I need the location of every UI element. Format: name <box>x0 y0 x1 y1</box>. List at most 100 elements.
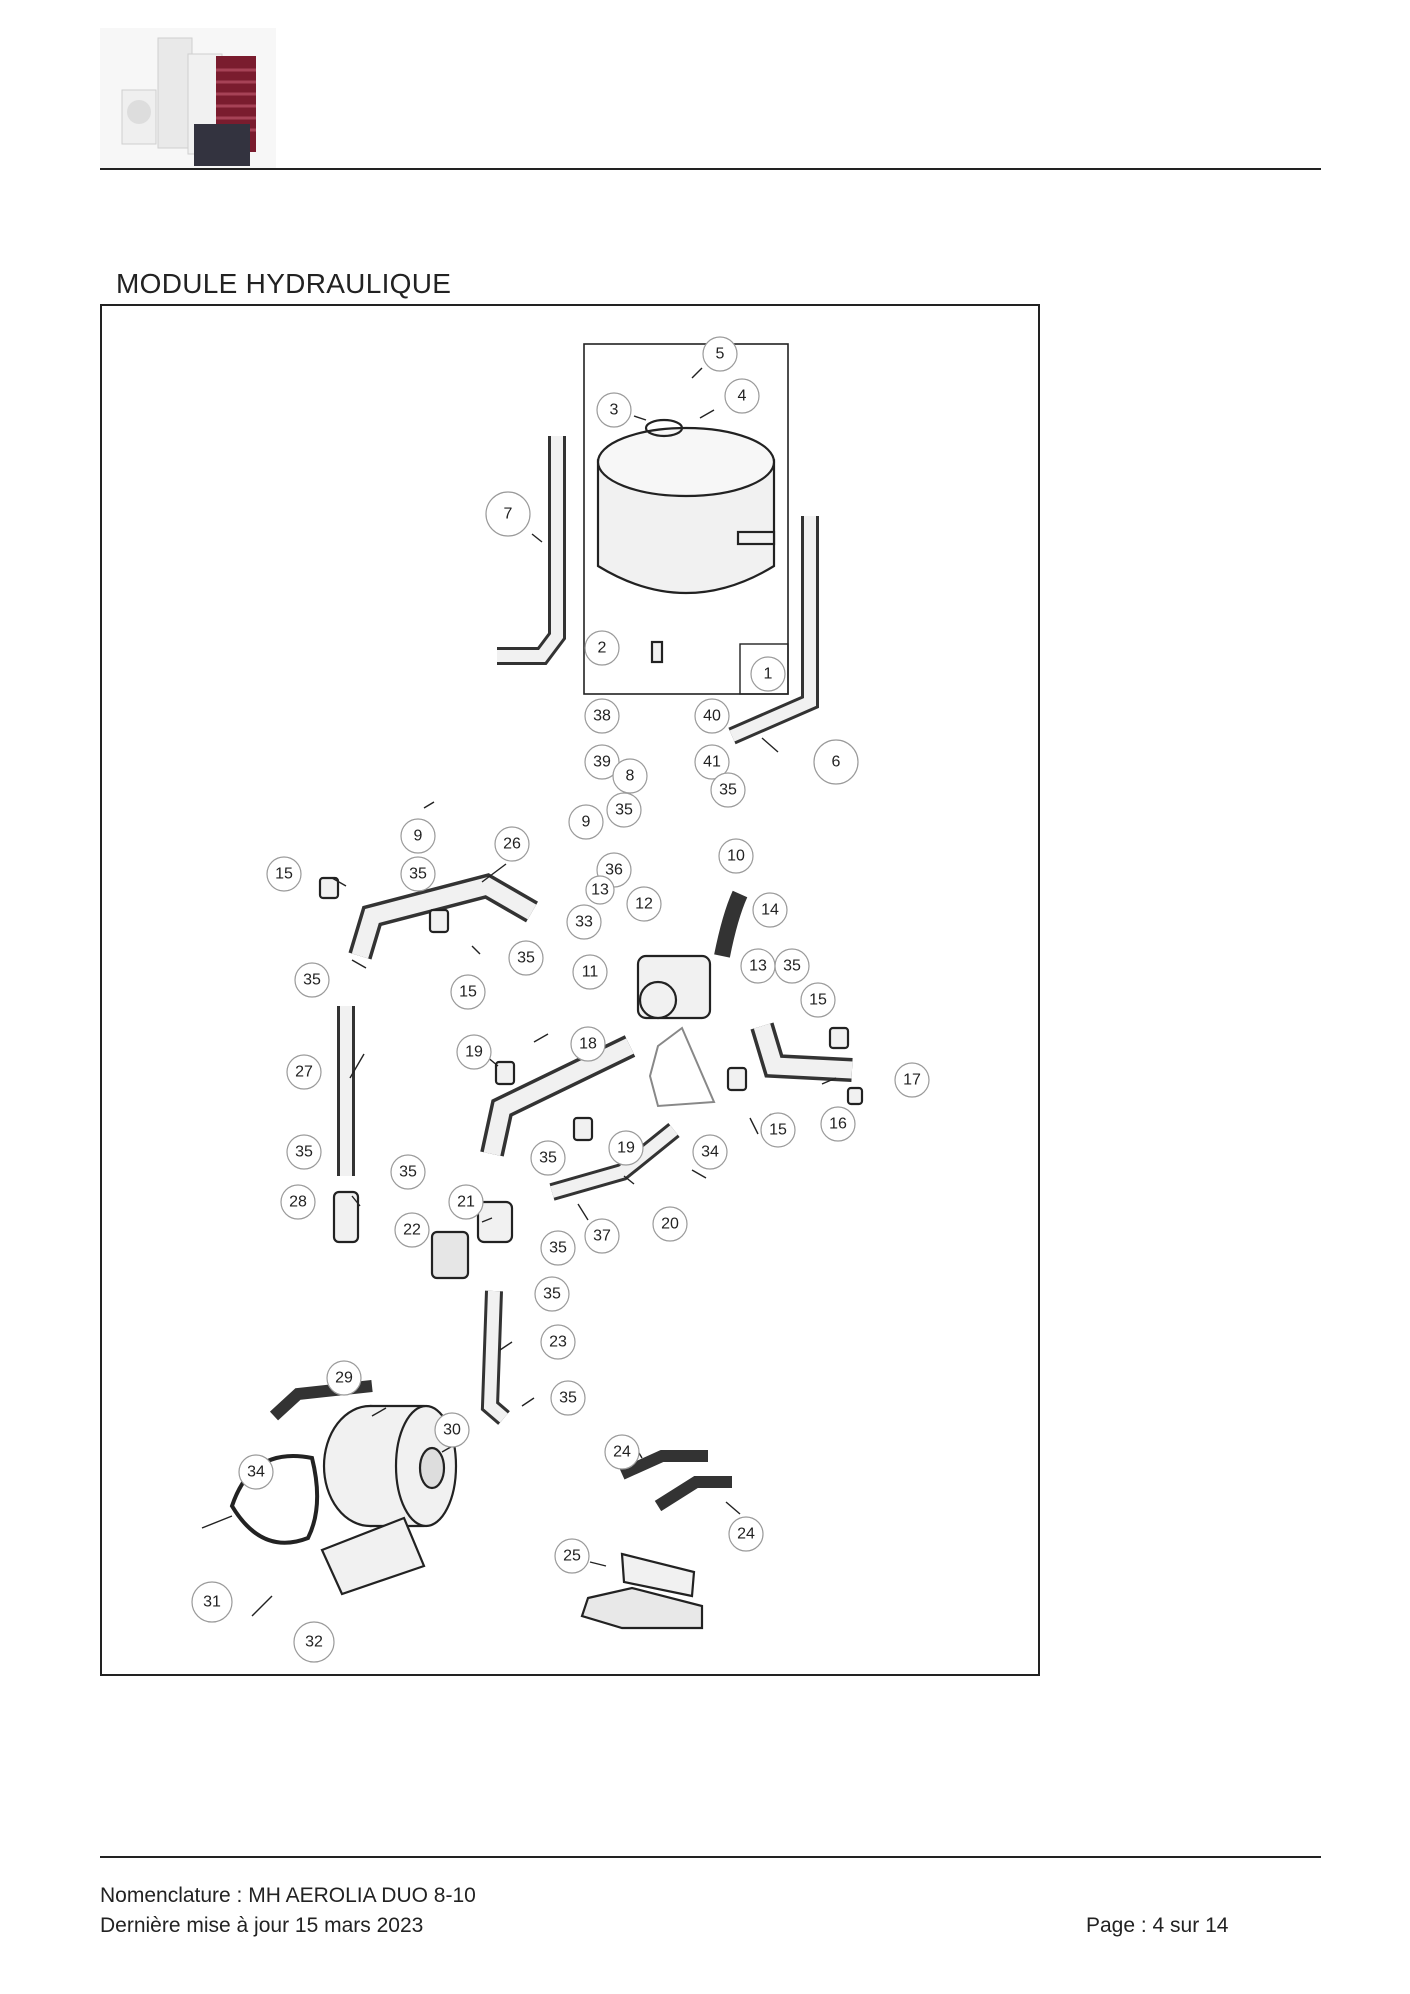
svg-text:29: 29 <box>335 1370 353 1387</box>
exploded-diagram: 5 4 3 7 2 1 38 40 6 39 41 8 35 35 9 9 26… <box>100 304 1040 1676</box>
tank-inset-box <box>583 343 789 695</box>
svg-text:15: 15 <box>275 866 293 883</box>
section-title: MODULE HYDRAULIQUE <box>116 268 452 299</box>
svg-text:41: 41 <box>703 754 721 771</box>
callout-14: 14 <box>752 892 788 928</box>
callout-37: 37 <box>584 1218 620 1254</box>
svg-text:9: 9 <box>582 814 591 831</box>
callout-35: 35 <box>710 772 746 808</box>
svg-text:15: 15 <box>459 984 477 1001</box>
callout-9: 9 <box>400 818 436 854</box>
svg-text:14: 14 <box>761 902 779 919</box>
callout-21: 21 <box>448 1184 484 1220</box>
svg-text:35: 35 <box>543 1286 561 1303</box>
callout-35: 35 <box>294 962 330 998</box>
callout-8: 8 <box>612 758 648 794</box>
callout-32: 32 <box>293 1621 335 1663</box>
callout-24: 24 <box>604 1434 640 1470</box>
svg-text:40: 40 <box>703 708 721 725</box>
callout-22: 22 <box>394 1212 430 1248</box>
svg-text:31: 31 <box>203 1594 221 1611</box>
callout-35: 35 <box>774 948 810 984</box>
svg-text:28: 28 <box>289 1194 307 1211</box>
callout-12: 12 <box>626 886 662 922</box>
callout-41: 41 <box>694 744 730 780</box>
callout-35: 35 <box>534 1276 570 1312</box>
svg-text:32: 32 <box>305 1634 323 1651</box>
callout-30: 30 <box>434 1412 470 1448</box>
svg-text:23: 23 <box>549 1334 567 1351</box>
callout-3: 3 <box>596 392 632 428</box>
callout-2: 2 <box>584 630 620 666</box>
callout-15: 15 <box>450 974 486 1010</box>
callout-16: 16 <box>820 1106 856 1142</box>
svg-text:9: 9 <box>414 828 423 845</box>
callout-15: 15 <box>266 856 302 892</box>
callout-15: 15 <box>760 1112 796 1148</box>
callout-39: 39 <box>584 744 620 780</box>
svg-text:10: 10 <box>727 848 745 865</box>
callout-5: 5 <box>702 336 738 372</box>
callout-13: 13 <box>740 948 776 984</box>
callout-19: 19 <box>456 1034 492 1070</box>
svg-text:35: 35 <box>783 958 801 975</box>
svg-text:37: 37 <box>593 1228 611 1245</box>
svg-text:35: 35 <box>399 1164 417 1181</box>
callout-7: 7 <box>485 491 531 537</box>
svg-text:35: 35 <box>719 782 737 799</box>
svg-text:35: 35 <box>295 1144 313 1161</box>
svg-text:4: 4 <box>738 388 747 405</box>
svg-text:35: 35 <box>303 972 321 989</box>
callout-25: 25 <box>554 1538 590 1574</box>
callout-11: 11 <box>572 954 608 990</box>
callout-26: 26 <box>494 826 530 862</box>
svg-text:39: 39 <box>593 754 611 771</box>
callout-35: 35 <box>390 1154 426 1190</box>
callout-6: 6 <box>813 739 859 785</box>
svg-text:33: 33 <box>575 914 593 931</box>
callout-20: 20 <box>652 1206 688 1242</box>
footer-updated-date: Dernière mise à jour 15 mars 2023 <box>100 1914 424 1937</box>
callout-19: 19 <box>608 1130 644 1166</box>
svg-text:2: 2 <box>598 640 607 657</box>
svg-text:13: 13 <box>591 882 609 899</box>
svg-text:34: 34 <box>701 1144 719 1161</box>
svg-text:35: 35 <box>517 950 535 967</box>
svg-text:35: 35 <box>539 1150 557 1167</box>
svg-text:35: 35 <box>559 1390 577 1407</box>
callout-35: 35 <box>400 856 436 892</box>
callout-35: 35 <box>286 1134 322 1170</box>
parts-artwork <box>229 418 864 1630</box>
svg-text:11: 11 <box>582 964 599 981</box>
callout-15: 15 <box>800 982 836 1018</box>
svg-text:24: 24 <box>737 1526 755 1543</box>
callout-40: 40 <box>694 698 730 734</box>
page-number: Page : 4 sur 14 <box>1086 1914 1229 1937</box>
svg-text:1: 1 <box>764 666 773 683</box>
callout-1: 1 <box>750 656 786 692</box>
heating-products-logo-icon <box>100 28 276 168</box>
svg-text:30: 30 <box>443 1422 461 1439</box>
svg-text:12: 12 <box>635 896 653 913</box>
footer-nomenclature: Nomenclature : MH AEROLIA DUO 8-10 <box>100 1884 476 1907</box>
callout-31: 31 <box>191 1581 233 1623</box>
svg-text:7: 7 <box>504 506 513 523</box>
svg-text:34: 34 <box>247 1464 265 1481</box>
svg-text:15: 15 <box>769 1122 787 1139</box>
svg-text:25: 25 <box>563 1548 581 1565</box>
diagram-canvas: 5 4 3 7 2 1 38 40 6 39 41 8 35 35 9 9 26… <box>191 336 930 1663</box>
svg-text:8: 8 <box>626 768 635 785</box>
company-logo <box>100 28 276 168</box>
header-rule <box>100 168 1321 170</box>
svg-text:21: 21 <box>457 1194 475 1211</box>
callout-35: 35 <box>508 940 544 976</box>
callout-33: 33 <box>566 904 602 940</box>
callout-35: 35 <box>550 1380 586 1416</box>
callout-28: 28 <box>280 1184 316 1220</box>
callout-27: 27 <box>286 1054 322 1090</box>
svg-text:17: 17 <box>903 1072 921 1089</box>
callout-4: 4 <box>724 378 760 414</box>
footer-rule <box>100 1856 1321 1858</box>
svg-text:19: 19 <box>617 1140 635 1157</box>
svg-text:13: 13 <box>749 958 767 975</box>
